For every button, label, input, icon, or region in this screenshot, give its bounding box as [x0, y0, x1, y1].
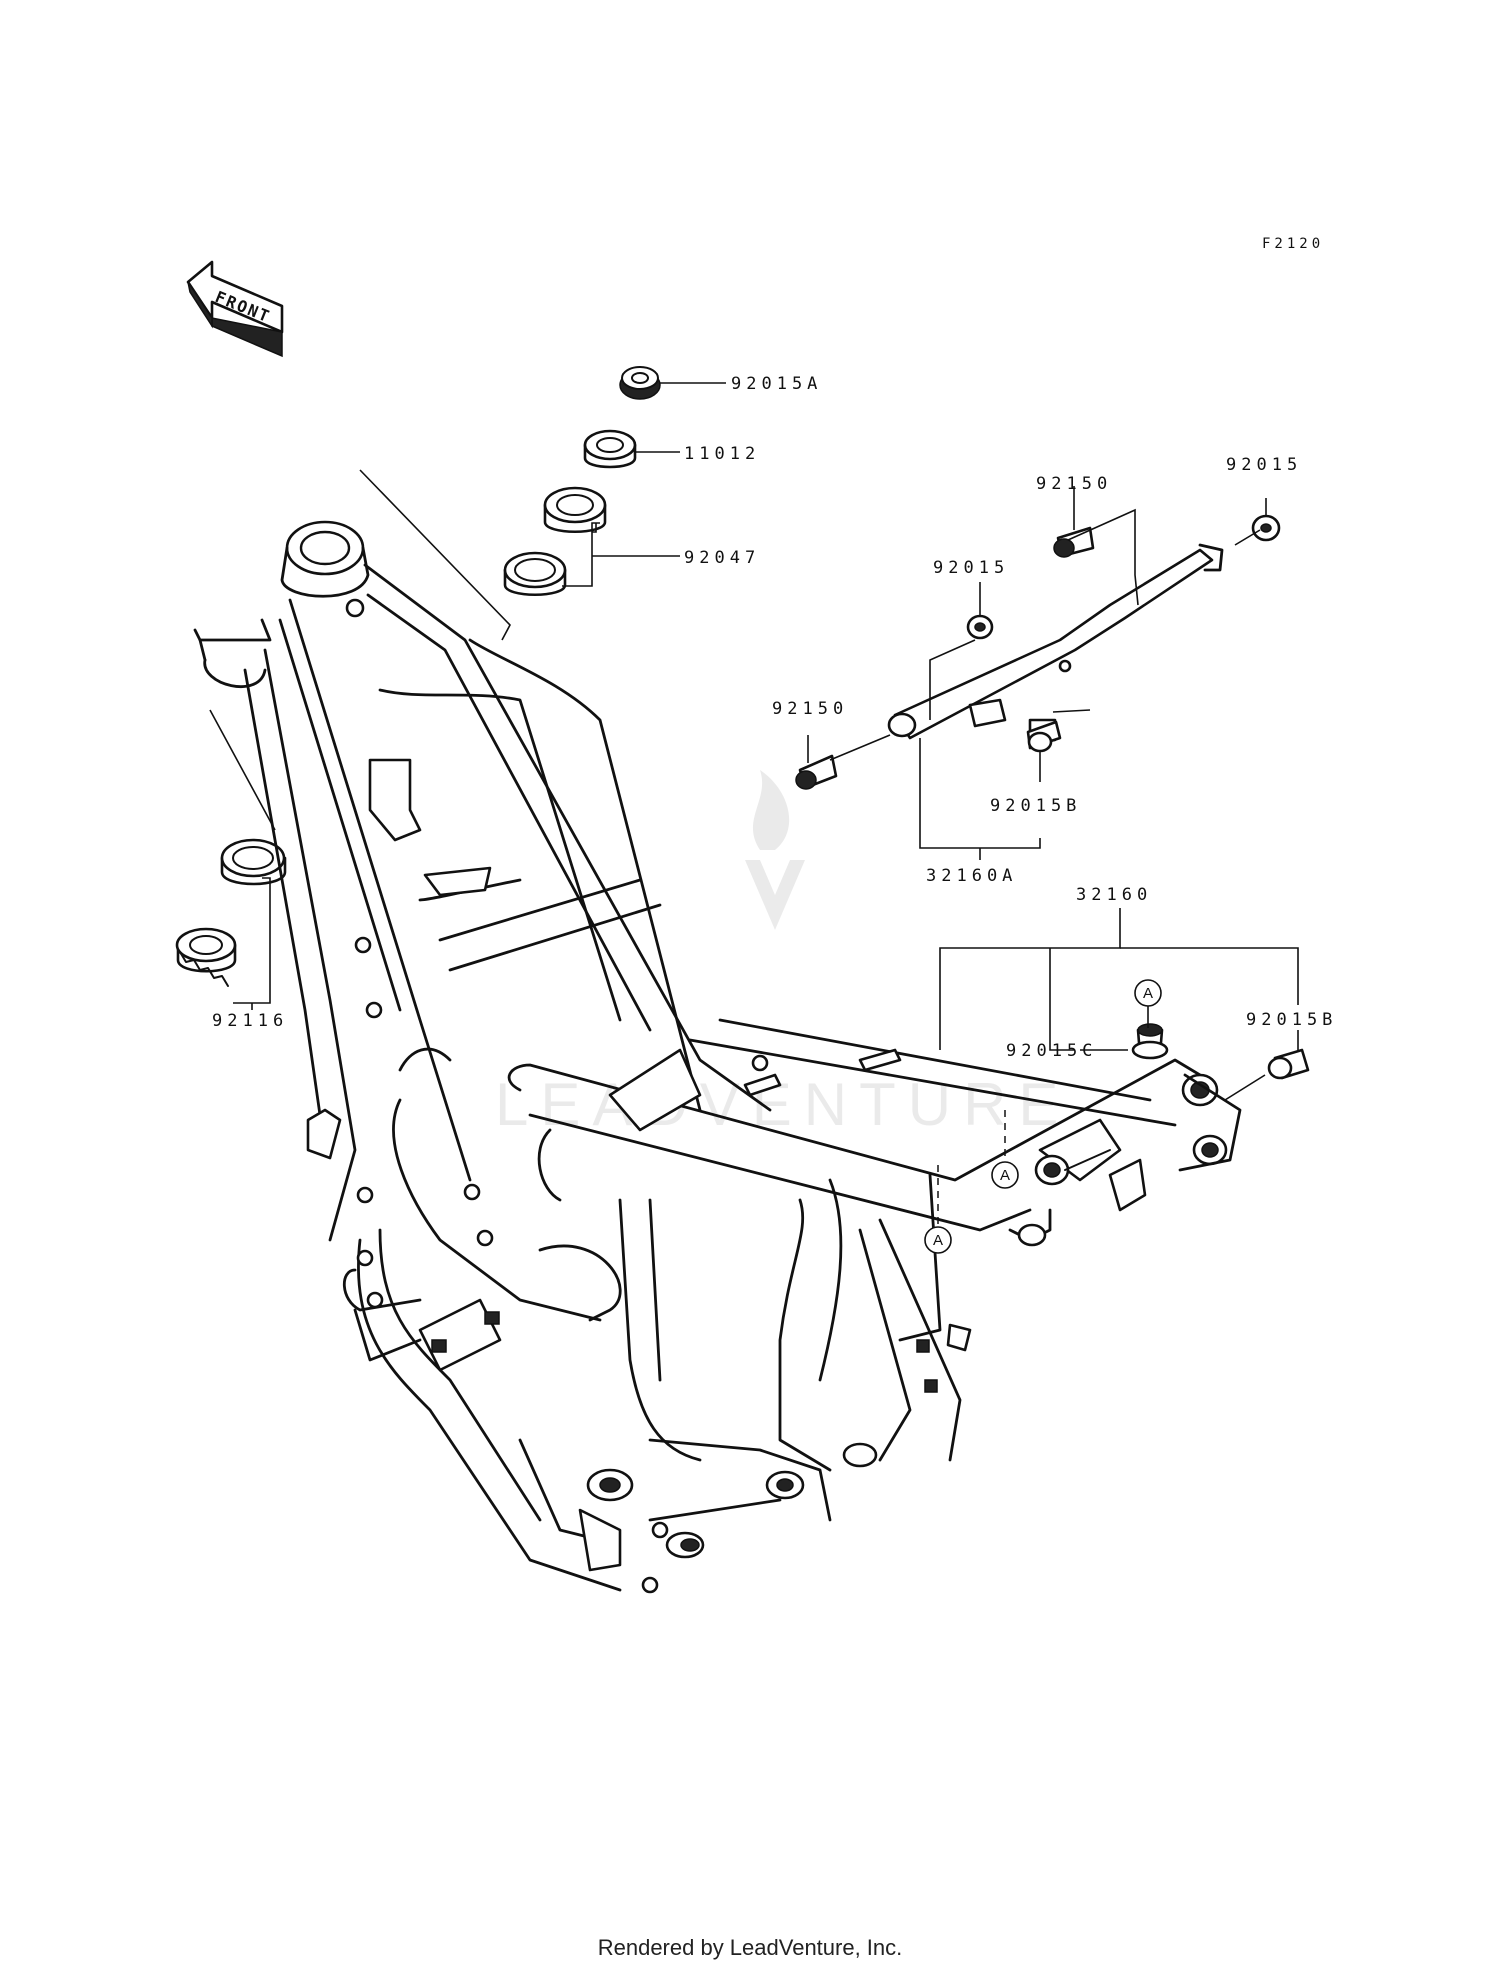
collar-92015B-upper	[1026, 720, 1062, 753]
ref-marker-top: A	[1134, 979, 1162, 1007]
figure-code: F2120	[1262, 236, 1324, 252]
collar-92015B-lower	[1267, 1048, 1310, 1080]
bearing-race-lower	[503, 551, 567, 597]
taper-bearing	[175, 927, 237, 987]
front-arrow-icon: FRONT	[186, 260, 284, 358]
bolt-92150-upper	[1053, 526, 1095, 558]
steering-nut	[619, 366, 661, 400]
nut-92015-right	[1251, 514, 1281, 542]
part-label-92015A: 92015A	[731, 374, 822, 394]
part-label-92015C: 92015C	[1006, 1041, 1097, 1061]
part-label-92015B-lower: 92015B	[1246, 1010, 1337, 1030]
part-label-92015-right: 92015	[1226, 455, 1302, 475]
ref-marker-right: A	[991, 1161, 1019, 1189]
bolt-92150-lower	[795, 754, 838, 790]
part-label-92047: 92047	[684, 548, 760, 568]
part-label-92015B-upper: 92015B	[990, 796, 1081, 816]
svg-text:A: A	[1000, 1167, 1010, 1184]
ref-marker-left: A	[924, 1226, 952, 1254]
render-credit: Rendered by LeadVenture, Inc.	[597, 1935, 903, 1960]
collar-92015C	[1131, 1023, 1169, 1060]
part-label-11012: 11012	[684, 444, 760, 464]
svg-text:A: A	[933, 1232, 943, 1249]
part-label-92015-left: 92015	[933, 558, 1009, 578]
part-label-32160A: 32160A	[926, 866, 1017, 886]
nut-92015-left	[966, 614, 994, 640]
part-label-92150-top: 92150	[1036, 474, 1112, 494]
leadventure-watermark: LEADVENTURE	[495, 770, 1058, 1138]
part-label-92116: 92116	[212, 1011, 288, 1031]
svg-text:A: A	[1143, 985, 1153, 1002]
part-label-32160: 32160	[1076, 885, 1152, 905]
bearing-race-upper	[543, 486, 607, 534]
part-label-92150-left: 92150	[772, 699, 848, 719]
bearing-lower-ring	[220, 838, 287, 886]
motorcycle-frame	[193, 520, 1242, 1594]
dust-seal	[583, 429, 637, 469]
